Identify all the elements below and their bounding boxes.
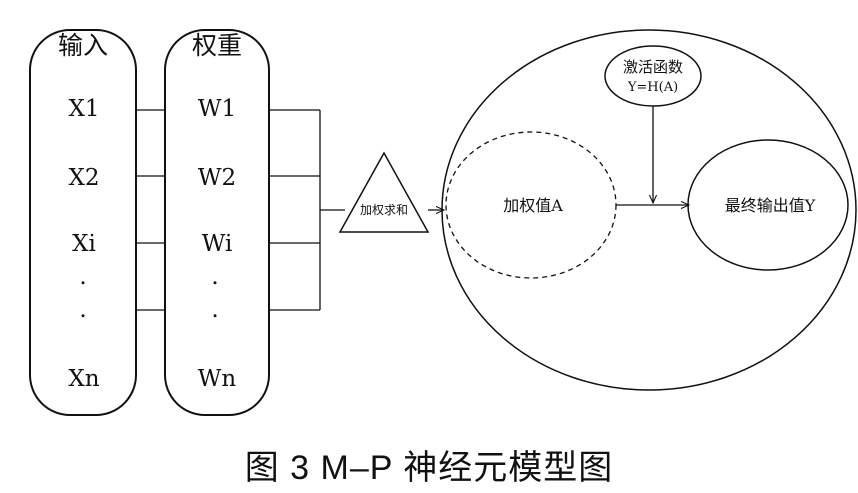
inputs-column — [29, 29, 137, 416]
weights-output-bracket — [269, 109, 345, 311]
weight-wi: Wi — [202, 231, 233, 257]
activation-function-node — [604, 45, 702, 107]
summation-triangle — [338, 151, 430, 233]
input-x1: X1 — [68, 96, 99, 122]
weight-ellipsis-2: . — [211, 297, 218, 323]
weight-w2: W2 — [198, 165, 236, 191]
output-label: 最终输出值Y — [725, 196, 816, 215]
weighted-value-label: 加权值A — [503, 196, 563, 215]
weight-w1: W1 — [198, 96, 236, 122]
weights-header: 权重 — [192, 31, 242, 60]
inputs-header: 输入 — [58, 31, 108, 60]
output-node — [687, 139, 849, 271]
weights-column — [164, 29, 270, 416]
weight-ellipsis-1: . — [211, 264, 218, 290]
neuron-body — [441, 29, 857, 391]
input-ellipsis-1: . — [79, 264, 86, 290]
input-ellipsis-2: . — [79, 297, 86, 323]
input-x2: X2 — [68, 165, 99, 191]
activation-label-line1: 激活函数 — [623, 58, 683, 76]
input-xi: Xi — [72, 231, 96, 257]
input-weight-connectors — [136, 109, 165, 311]
summation-label: 加权求和 — [360, 203, 408, 217]
weight-wn: Wn — [198, 366, 237, 392]
activation-label-line2: Y=H(A) — [627, 80, 678, 95]
input-xn: Xn — [68, 366, 99, 392]
figure-caption: 图 3 M–P 神经元模型图 — [244, 449, 614, 487]
